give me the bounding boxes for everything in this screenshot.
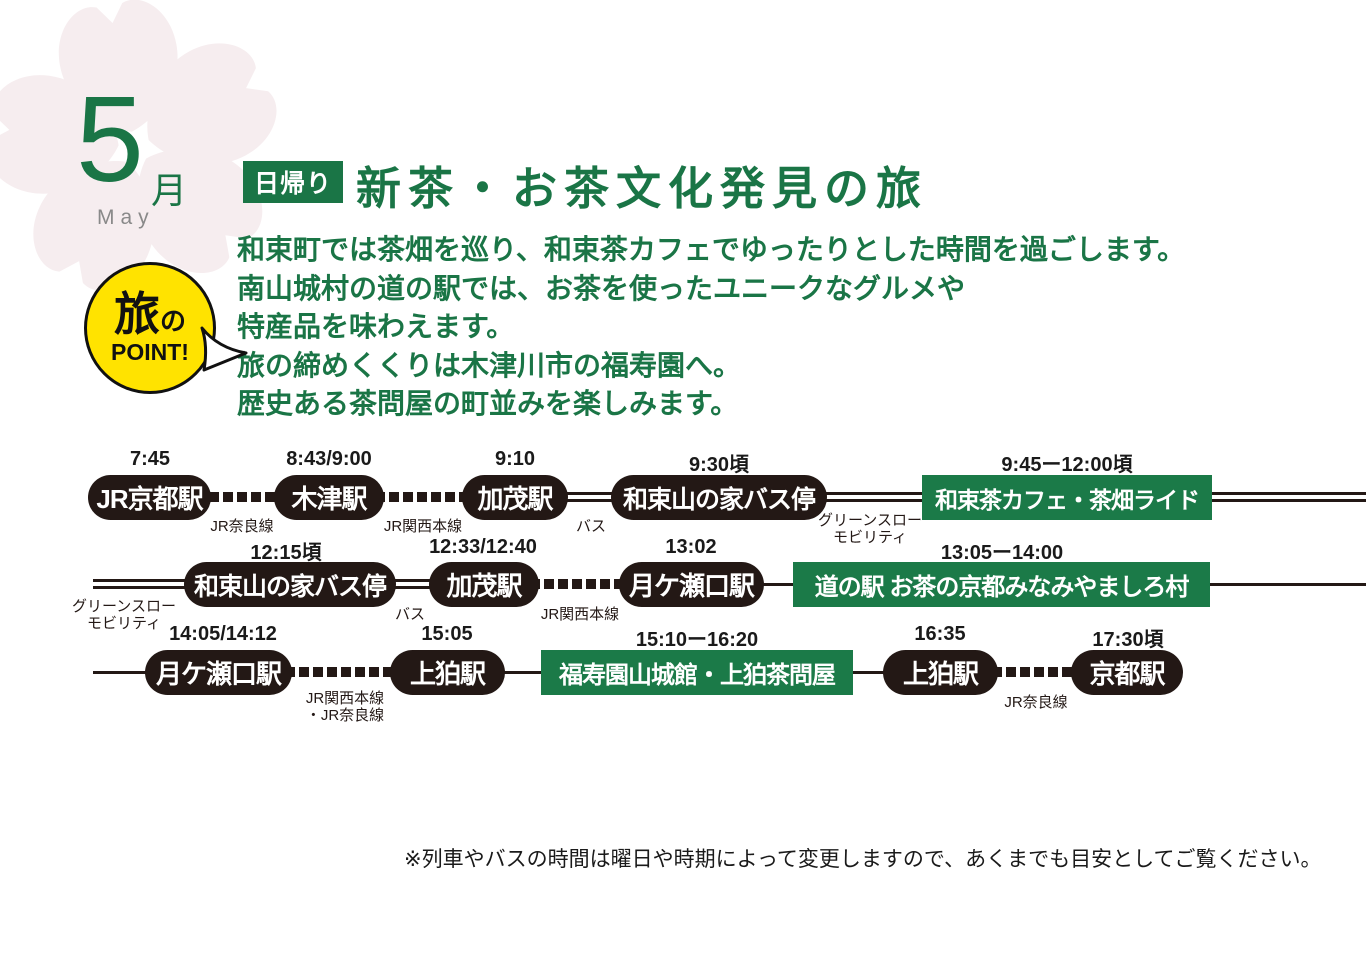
- station-pill: 月ケ瀬口駅: [145, 650, 292, 695]
- time-label: 9:45ー12:00頃: [1001, 454, 1133, 476]
- time-label: 12:15頃: [250, 542, 322, 564]
- day-trip-badge: 日帰り: [243, 161, 343, 203]
- route-line: [500, 671, 545, 674]
- month-name: May: [97, 206, 155, 229]
- station-pill: 京都駅: [1071, 650, 1183, 695]
- route-line: [850, 671, 888, 674]
- station-pill: 月ケ瀬口駅: [619, 562, 764, 607]
- rail-line: [992, 667, 1077, 677]
- description-line: 特産品を味わえます。: [237, 311, 515, 342]
- sakura-flower-icon: [0, 0, 277, 291]
- route-line: [93, 671, 158, 674]
- route-line: [1205, 583, 1366, 586]
- line-label: バス: [394, 606, 426, 623]
- mobility-line: [820, 492, 930, 502]
- station-pill: JR京都駅: [88, 475, 211, 520]
- line-label: JR関西本線: [540, 606, 620, 623]
- line-label: グリーンスロー モビリティ: [818, 512, 922, 546]
- mobility-line: [1205, 492, 1366, 502]
- rail-line: [530, 579, 625, 589]
- line-label: JR関西本線 ・JR奈良線: [305, 690, 385, 724]
- page-title: 新茶・お茶文化発見の旅: [356, 163, 929, 214]
- line-label: JR奈良線: [1004, 694, 1068, 711]
- travel-point-badge: 旅の POINT!: [84, 262, 216, 394]
- travel-point-caption: POINT!: [111, 338, 189, 365]
- line-label: グリーンスロー モビリティ: [72, 598, 176, 632]
- time-label: 9:10: [494, 448, 536, 470]
- time-label: 12:33/12:40: [429, 536, 537, 558]
- tour-description: 和束町では茶畑を巡り、和束茶カフェでゆったりとした時間を過ごします。 南山城村の…: [237, 231, 1185, 424]
- time-label: 8:43/9:00: [286, 448, 372, 470]
- description-line: 南山城村の道の駅では、お茶を使ったユニークなグルメや: [237, 272, 966, 304]
- time-label: 15:10ー16:20: [635, 629, 759, 651]
- description-line: 和束町では茶畑を巡り、和束茶カフェでゆったりとした時間を過ごします。: [237, 234, 1186, 265]
- line-label: JR奈良線: [210, 518, 274, 535]
- station-pill: 和束山の家バス停: [184, 562, 396, 607]
- speech-bubble-tail-icon: [200, 326, 248, 372]
- schedule-disclaimer: ※列車やバスの時間は曜日や時期によって変更しますので、あくまでも目安としてご覧く…: [404, 848, 1322, 871]
- description-line: 旅の締めくくりは木津川市の福寿園へ。: [237, 349, 742, 381]
- station-pill: 上狛駅: [883, 650, 998, 695]
- time-label: 13:02: [665, 536, 717, 558]
- time-label: 15:05: [421, 623, 473, 645]
- station-pill: 木津駅: [274, 475, 384, 520]
- station-pill: 和束山の家バス停: [611, 475, 827, 520]
- time-label: 17:30頃: [1092, 629, 1164, 651]
- rail-line: [285, 667, 400, 677]
- station-pill: 加茂駅: [429, 562, 539, 607]
- rail-line: [375, 492, 470, 502]
- bus-line: [385, 579, 465, 589]
- time-label: 7:45: [129, 448, 171, 470]
- travel-point-line1: 旅の: [113, 287, 186, 340]
- spot-box: 福寿園山城館・上狛茶問屋: [541, 650, 853, 695]
- description-line: 歴史ある茶問屋の町並みを楽しみます。: [237, 388, 739, 419]
- month-unit: 月: [151, 170, 188, 211]
- bus-line: [560, 492, 620, 502]
- time-label: 9:30頃: [688, 454, 750, 476]
- line-label: バス: [575, 518, 607, 535]
- time-label: 14:05/14:12: [169, 623, 277, 645]
- time-label: 13:05ー14:00: [940, 542, 1064, 564]
- month-number: 5: [76, 71, 144, 207]
- time-label: 16:35: [914, 623, 966, 645]
- spot-box: 道の駅 お茶の京都みなみやましろ村: [793, 562, 1210, 607]
- line-label: JR関西本線: [383, 518, 463, 535]
- station-pill: 上狛駅: [390, 650, 505, 695]
- spot-box: 和束茶カフェ・茶畑ライド: [922, 475, 1212, 520]
- mobility-line: [93, 579, 193, 589]
- station-pill: 加茂駅: [462, 475, 568, 520]
- route-line: [760, 583, 800, 586]
- rail-line: [195, 492, 285, 502]
